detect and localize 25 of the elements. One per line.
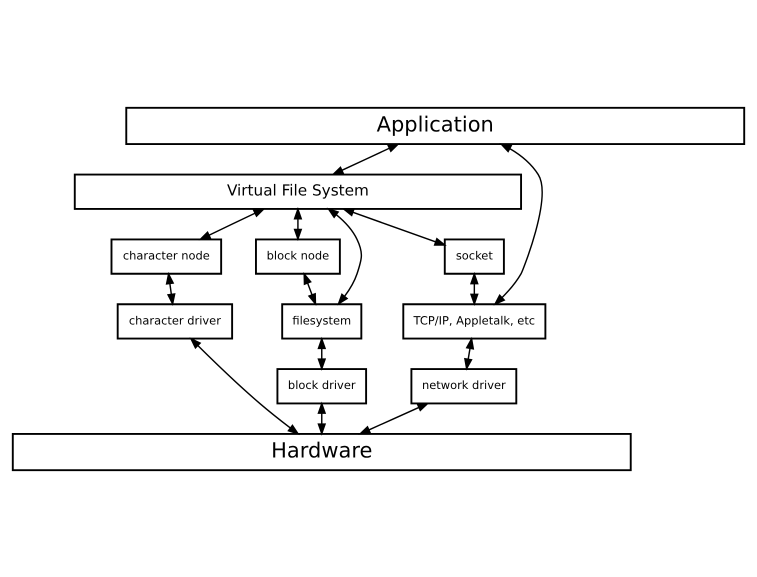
arrow [358,402,430,434]
node-box: block driver [276,368,368,404]
arrow [317,401,326,436]
arrow [198,208,266,240]
node-box: block node [255,238,341,274]
arrow [326,207,362,306]
arrow [493,142,543,306]
node-box: network driver [410,368,518,404]
node-box: character node [110,238,222,274]
arrow [331,142,400,175]
node-box: filesystem [281,302,362,340]
arrow [303,272,316,306]
node-box: character driver [116,302,234,340]
node-box: Hardware [12,432,632,471]
arrow [166,271,176,306]
node-box: socket [444,238,505,274]
arrow [294,206,302,241]
arrow [342,208,447,246]
arrow [464,336,474,370]
arrow [470,271,479,306]
arrow [189,336,300,435]
arrow [317,336,326,370]
node-box: Application [125,106,746,144]
node-box: Virtual File System [74,173,522,210]
node-box: TCP/IP, Appletalk, etc [402,302,546,340]
